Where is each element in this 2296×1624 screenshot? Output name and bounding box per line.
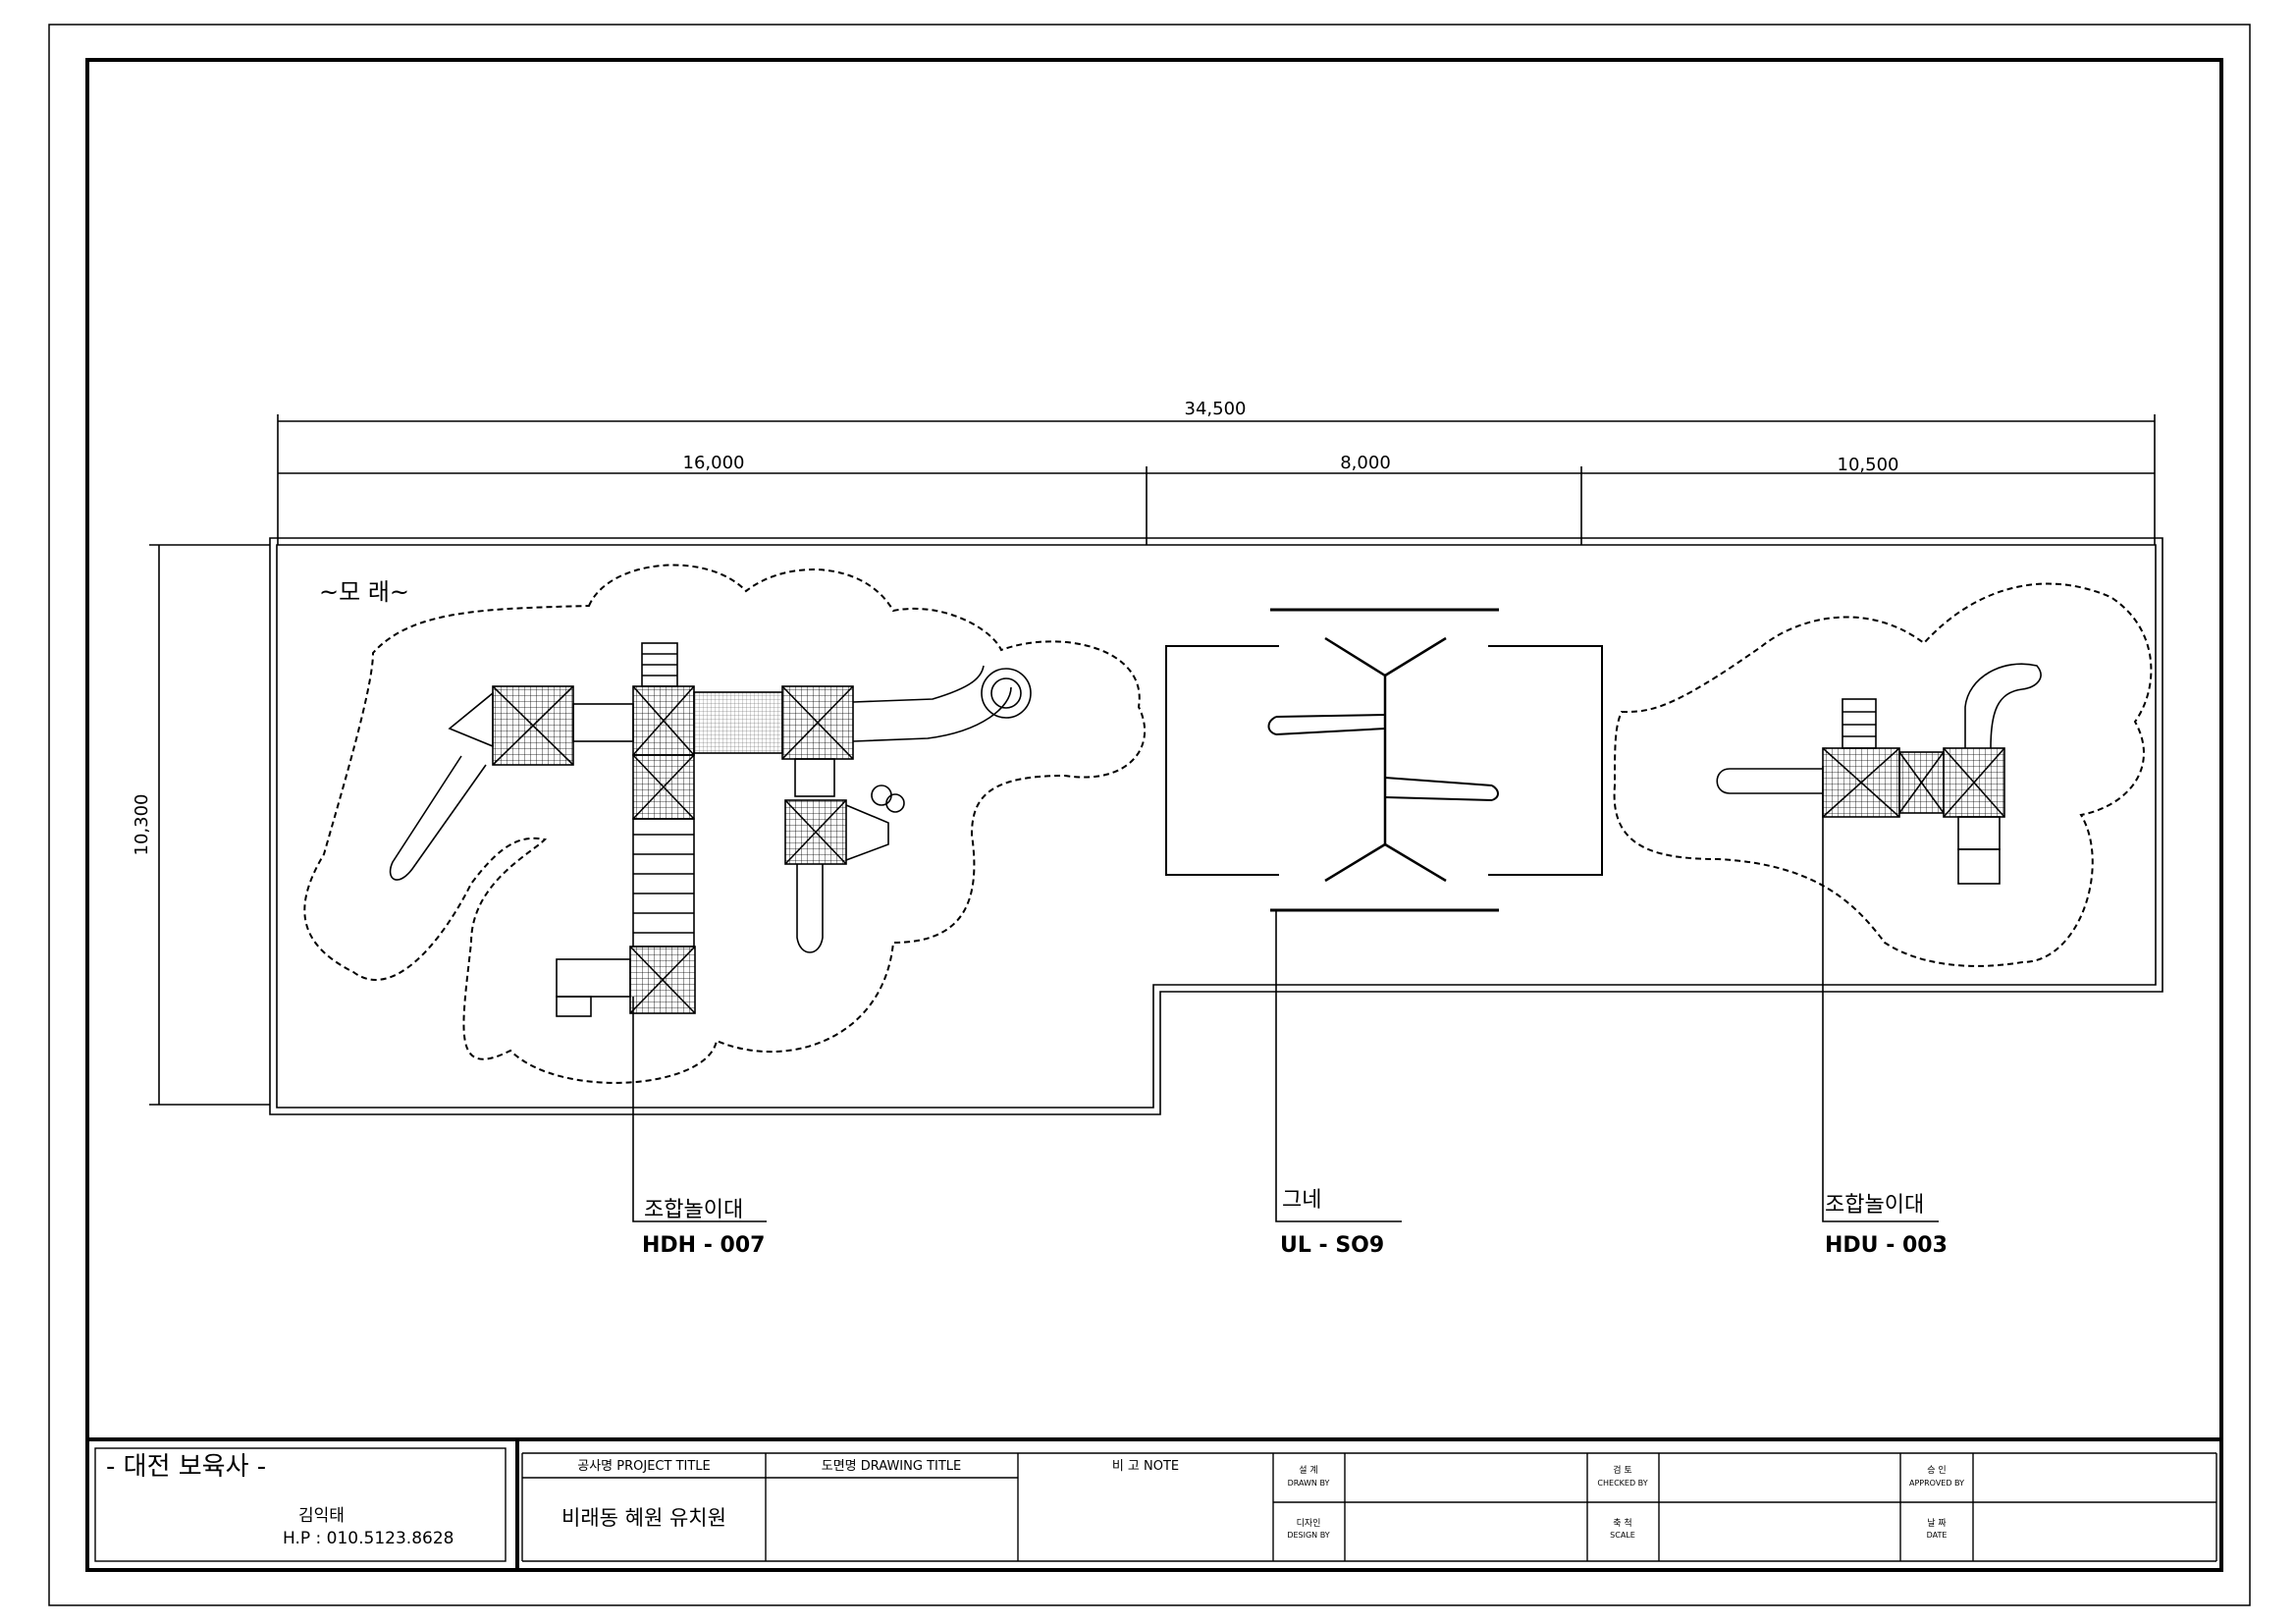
checked-by-en: CHECKED BY [1597, 1479, 1647, 1488]
contact-name: 김익태 [298, 1506, 345, 1526]
drawn-by-ko: 설 계 [1299, 1464, 1317, 1476]
dim-right: 10,500 [1838, 455, 1899, 475]
dimension-lines [149, 414, 2156, 1106]
design-by-ko: 디자인 [1297, 1518, 1321, 1529]
equipment-code-1: HDH - 007 [642, 1233, 765, 1258]
sand-area-outlines [303, 564, 2153, 1084]
equipment-code-3: HDU - 003 [1825, 1233, 1948, 1258]
site-boundary [269, 537, 2163, 1115]
approved-by-en: APPROVED BY [1909, 1479, 1964, 1488]
contact-phone: H.P : 010.5123.8628 [283, 1529, 454, 1548]
swing-set-ul-so9 [1165, 608, 1603, 912]
dim-height: 10,300 [132, 794, 152, 856]
dim-middle: 8,000 [1340, 453, 1391, 473]
note-header: 비 고 NOTE [1112, 1459, 1179, 1474]
date-ko: 날 짜 [1927, 1518, 1947, 1529]
play-structure-hdh-007 [389, 642, 1032, 1017]
equipment-name-2: 그네 [1282, 1188, 1321, 1213]
scale-ko: 축 척 [1613, 1518, 1631, 1529]
equipment-name-3: 조합놀이대 [1825, 1193, 1924, 1218]
date-en: DATE [1927, 1531, 1948, 1540]
company-name: - 대전 보육사 - [106, 1452, 266, 1482]
project-title: 비래동 혜원 유치원 [561, 1506, 726, 1530]
play-structure-hdu-003 [1716, 663, 2042, 885]
inner-frame [85, 58, 2223, 1572]
checked-by-ko: 검 토 [1613, 1464, 1631, 1476]
scale-en: SCALE [1610, 1531, 1635, 1540]
project-title-header: 공사명 PROJECT TITLE [577, 1459, 711, 1474]
dim-overall: 34,500 [1185, 399, 1247, 419]
outer-sheet-border [48, 24, 2251, 1606]
equipment-name-1: 조합놀이대 [644, 1198, 743, 1222]
approved-by-ko: 승 인 [1927, 1465, 1946, 1476]
dim-left: 16,000 [683, 453, 745, 473]
leader-lines [632, 766, 1939, 1222]
design-by-en: DESIGN BY [1287, 1531, 1329, 1540]
title-block [87, 1437, 2221, 1570]
equipment-code-2: UL - SO9 [1280, 1233, 1384, 1258]
drawn-by-en: DRAWN BY [1288, 1479, 1330, 1488]
drawing-title-header: 도면명 DRAWING TITLE [822, 1459, 962, 1474]
sand-area-label: ~모 래~ [319, 578, 409, 606]
